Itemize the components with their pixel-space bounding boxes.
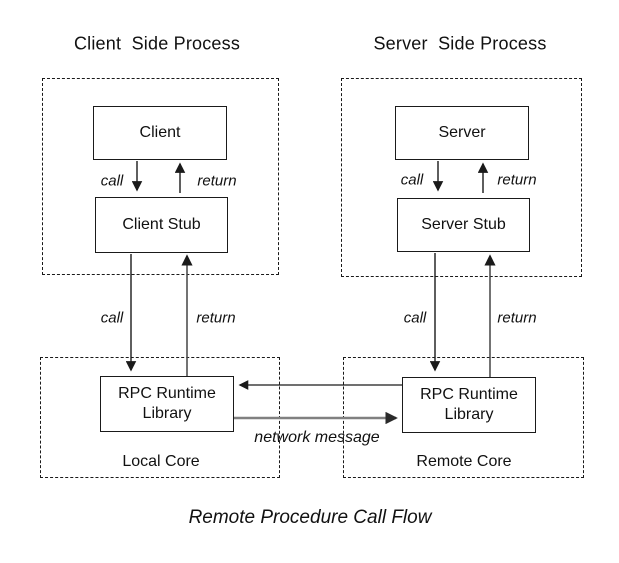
- network-message-label: network message: [254, 429, 380, 446]
- server-return-label: return: [497, 171, 537, 189]
- server-stub-node: Server Stub: [397, 198, 530, 252]
- local-core-label: Local Core: [122, 453, 200, 470]
- client-process-boundary: [42, 78, 279, 275]
- remote-core-label: Remote Core: [416, 453, 512, 470]
- diagram-caption: Remote Procedure Call Flow: [188, 507, 432, 528]
- client-return-label: return: [197, 172, 237, 190]
- client-call-label: call: [100, 172, 124, 190]
- rpc-runtime-remote-node: RPC Runtime Library: [402, 377, 536, 433]
- client-stub-node: Client Stub: [95, 197, 228, 253]
- client-side-header: Client Side Process: [73, 33, 241, 54]
- client-stub-call-label: call: [100, 309, 124, 327]
- server-stub-return-label: return: [497, 309, 537, 327]
- server-call-label: call: [400, 171, 424, 189]
- server-process-boundary: [341, 78, 582, 277]
- server-node: Server: [395, 106, 529, 160]
- client-stub-return-label: return: [196, 309, 236, 327]
- server-stub-call-label: call: [403, 309, 427, 327]
- rpc-runtime-local-node: RPC Runtime Library: [100, 376, 234, 432]
- server-side-header: Server Side Process: [373, 33, 547, 54]
- client-node: Client: [93, 106, 227, 160]
